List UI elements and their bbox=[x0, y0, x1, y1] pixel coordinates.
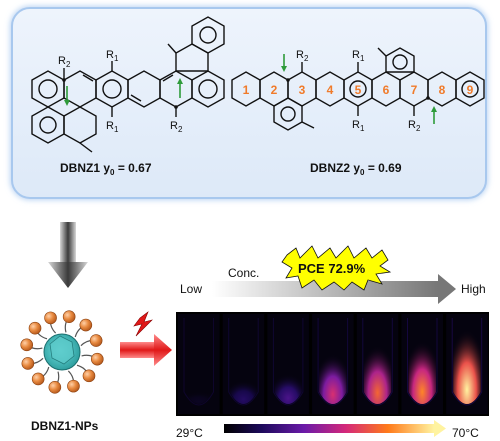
ring-number: 6 bbox=[383, 83, 390, 97]
spin-down-arrow-icon bbox=[64, 86, 70, 106]
temperature-colorbar-tip bbox=[434, 420, 446, 437]
spin-down-arrow-icon bbox=[281, 54, 287, 72]
dbnz1-structure bbox=[31, 16, 225, 153]
concentration-low-label: Low bbox=[180, 282, 202, 296]
ring-number: 1 bbox=[243, 83, 250, 97]
concentration-arrow bbox=[212, 274, 456, 304]
nanoparticle-icon bbox=[20, 310, 104, 394]
ligand-head bbox=[44, 311, 57, 325]
radical-dot bbox=[62, 78, 66, 82]
heat-glow bbox=[453, 324, 481, 404]
ring-numbers: 1 2 3 4 5 6 7 8 9 bbox=[243, 83, 474, 97]
thermal-images bbox=[178, 314, 488, 414]
temperature-min-label: 29°C bbox=[176, 426, 203, 440]
lightning-icon bbox=[133, 311, 153, 337]
r1-label: R1 bbox=[106, 120, 119, 134]
r2-label: R2 bbox=[58, 55, 71, 69]
r1-label: R1 bbox=[352, 119, 365, 133]
heat-glow bbox=[274, 371, 302, 404]
ring-number: 3 bbox=[299, 83, 306, 97]
ligand-head bbox=[62, 310, 76, 324]
r2-label: R2 bbox=[408, 119, 421, 133]
pce-text: PCE 72.9% bbox=[298, 261, 366, 276]
r1-label: R1 bbox=[352, 49, 365, 63]
ligand-head bbox=[20, 338, 34, 352]
heat-glow bbox=[185, 390, 213, 404]
ligand-head bbox=[79, 318, 93, 332]
radical-dot bbox=[174, 105, 178, 109]
r1-label: R1 bbox=[106, 49, 119, 63]
ligand-head bbox=[31, 372, 45, 386]
ring-number: 9 bbox=[467, 83, 474, 97]
heat-glow bbox=[229, 378, 258, 404]
dbnz1-caption: DBNZ1 y0 = 0.67 bbox=[60, 161, 152, 177]
temperature-colorbar bbox=[224, 424, 434, 433]
concentration-high-label: High bbox=[461, 282, 486, 296]
ring-number: 4 bbox=[327, 83, 334, 97]
heat-glow bbox=[363, 341, 392, 404]
heat-glow bbox=[408, 336, 436, 404]
spin-up-arrow-icon bbox=[177, 78, 183, 98]
ligand-head bbox=[90, 352, 104, 366]
ligand-head bbox=[89, 334, 103, 347]
pce-badge: PCE 72.9% bbox=[281, 245, 392, 291]
nanoparticle-label: DBNZ1-NPs bbox=[31, 419, 99, 433]
temperature-max-label: 70°C bbox=[452, 426, 479, 440]
radical-dot bbox=[286, 78, 290, 82]
ligand-head bbox=[28, 321, 42, 335]
concentration-title: Conc. bbox=[228, 266, 259, 280]
dbnz2-caption: DBNZ2 y0 = 0.69 bbox=[310, 161, 402, 177]
down-arrow-icon bbox=[48, 222, 88, 288]
r2-label: R2 bbox=[296, 49, 309, 63]
r2-label: R2 bbox=[170, 120, 183, 134]
ring-number: 5 bbox=[355, 83, 362, 97]
ligand-head bbox=[21, 357, 35, 370]
ligand-head bbox=[82, 369, 96, 383]
structures-panel bbox=[10, 6, 488, 200]
irradiation-arrow-icon bbox=[120, 334, 172, 366]
ring-number: 8 bbox=[439, 83, 446, 97]
spin-up-arrow-icon bbox=[431, 106, 437, 124]
ring-number: 2 bbox=[271, 83, 278, 97]
radical-dot bbox=[426, 96, 430, 100]
ring-number: 7 bbox=[411, 83, 418, 97]
ligand-head bbox=[48, 380, 62, 394]
heat-glow bbox=[319, 350, 347, 404]
ligand-head bbox=[67, 379, 80, 393]
